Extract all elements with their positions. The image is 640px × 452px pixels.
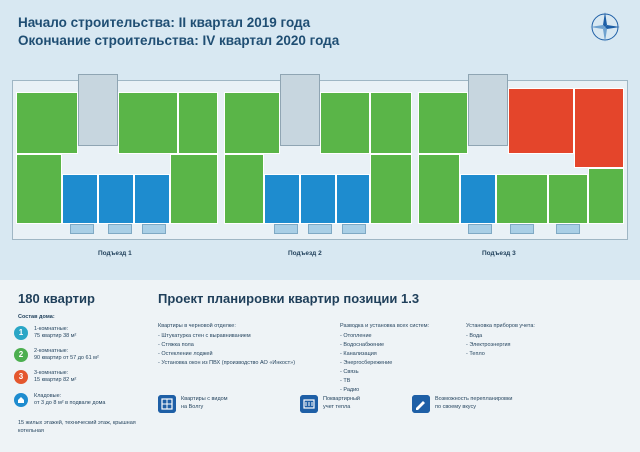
list-item: - Отопление [340,333,372,339]
project-title: Проект планировки квартир позиции 1.3 [158,291,420,306]
redesign-icon [412,395,430,413]
list-item: - Установка окон из ПВХ (производство АО… [158,360,296,366]
loggia [342,224,366,234]
compass-icon [590,12,620,42]
construction-end: Окончание строительства: IV квартал 2020… [18,33,340,48]
legend-sub: 90 квартир от 57 до 61 м² [34,355,99,361]
apartment-2room[interactable] [178,92,218,154]
loggia [142,224,166,234]
apartment-2room[interactable] [16,154,62,224]
apartment-count: 180 квартир [18,291,95,306]
list-item: - Вода [466,333,483,339]
apartment-2room[interactable] [496,174,548,224]
entrance-label-1: Подъезд 1 [98,250,132,257]
list-item: - Канализация [340,351,377,357]
legend-circle: 1 [14,326,28,340]
apartment-3room[interactable] [574,88,624,168]
stairwell [280,74,320,146]
apartment-1room[interactable] [134,174,170,224]
loggia [70,224,94,234]
feature-text: Возможность перепланировки по своему вку… [435,396,512,411]
floor-plan: Подъезд 1 Подъезд 2 Подъезд 3 [12,62,628,262]
heat-meter-icon [300,395,318,413]
legend-circle: 2 [14,348,28,362]
list-item: - Энергосбережение [340,360,393,366]
apartment-2room[interactable] [118,92,178,154]
feature-line: Возможность перепланировки [435,396,513,402]
list-item: - Связь [340,369,359,375]
list-item: - Остекление лоджей [158,351,213,357]
list-item: - Радио [340,387,360,393]
header: Начало строительства: II квартал 2019 го… [18,14,339,50]
legend-sub: 15 квартир 82 м² [34,377,77,383]
loggia [556,224,580,234]
apartment-1room[interactable] [300,174,336,224]
loggia [108,224,132,234]
rough-finish-list: Квартиры в черновой отделке: - Штукатурк… [158,322,295,368]
storage-icon [14,393,28,407]
list-item: - ТВ [340,378,351,384]
apartment-1room[interactable] [336,174,370,224]
apartment-2room[interactable] [588,168,624,224]
feature-text: Поквартирный учет тепла [323,396,360,411]
meters-list: Установка приборов учета: - Вода - Элект… [466,322,535,359]
stairwell [468,74,508,146]
composition-title: Состав дома: [18,314,55,320]
apartment-1room[interactable] [460,174,496,224]
systems-list: Разводка и установка всех систем: - Отоп… [340,322,429,395]
apartment-2room[interactable] [370,92,412,154]
legend-sub: 75 квартир 38 м² [34,333,77,339]
apartment-1room[interactable] [62,174,98,224]
apartment-1room[interactable] [264,174,300,224]
entrance-label-2: Подъезд 2 [288,250,322,257]
apartment-2room[interactable] [418,154,460,224]
legend-circle: 3 [14,370,28,384]
legend-sub: от 3 до 8 м² в подвале дома [34,400,106,406]
loggia [468,224,492,234]
legend-head: Кладовые: [34,393,62,399]
list-item: - Штукатурка стен с выравниванием [158,333,251,339]
feature-line: учет тепла [323,403,351,410]
feature-text: Квартиры с видом на Волгу [181,396,228,411]
list-title: Установка приборов учета: [466,323,535,329]
apartment-2room[interactable] [548,174,588,224]
construction-start: Начало строительства: II квартал 2019 го… [18,15,311,30]
floor-plan-section: Начало строительства: II квартал 2019 го… [0,0,640,280]
stairwell [78,74,118,146]
window-view-icon [158,395,176,413]
list-title: Квартиры в черновой отделке: [158,323,236,329]
entrance-label-3: Подъезд 3 [482,250,516,257]
apartment-2room[interactable] [224,154,264,224]
legend-head: 1-комнатные: [34,326,69,332]
apartment-2room[interactable] [16,92,78,154]
loggia [274,224,298,234]
loggia [510,224,534,234]
legend-head: 3-комнатные: [34,370,69,376]
list-item: - Стяжка пола [158,342,194,348]
feature-line: Квартиры с видом [181,396,228,402]
list-item: - Электроэнергия [466,342,511,348]
loggia [308,224,332,234]
apartment-2room[interactable] [320,92,370,154]
feature-line: по своему вкусу [435,403,476,410]
apartment-2room[interactable] [418,92,468,154]
list-title: Разводка и установка всех систем: [340,323,430,329]
apartment-2room[interactable] [224,92,280,154]
feature-line: Поквартирный [323,396,360,402]
list-item: - Водоснабжение [340,342,385,348]
list-item: - Тепло [466,351,485,357]
apartment-3room[interactable] [508,88,574,154]
feature-line: на Волгу [181,403,204,410]
apartment-1room[interactable] [98,174,134,224]
apartment-2room[interactable] [370,154,412,224]
building-footnote: 15 жилых этажей, технический этаж, крышн… [18,420,136,434]
apartment-2room[interactable] [170,154,218,224]
legend-head: 2-комнатные: [34,348,69,354]
